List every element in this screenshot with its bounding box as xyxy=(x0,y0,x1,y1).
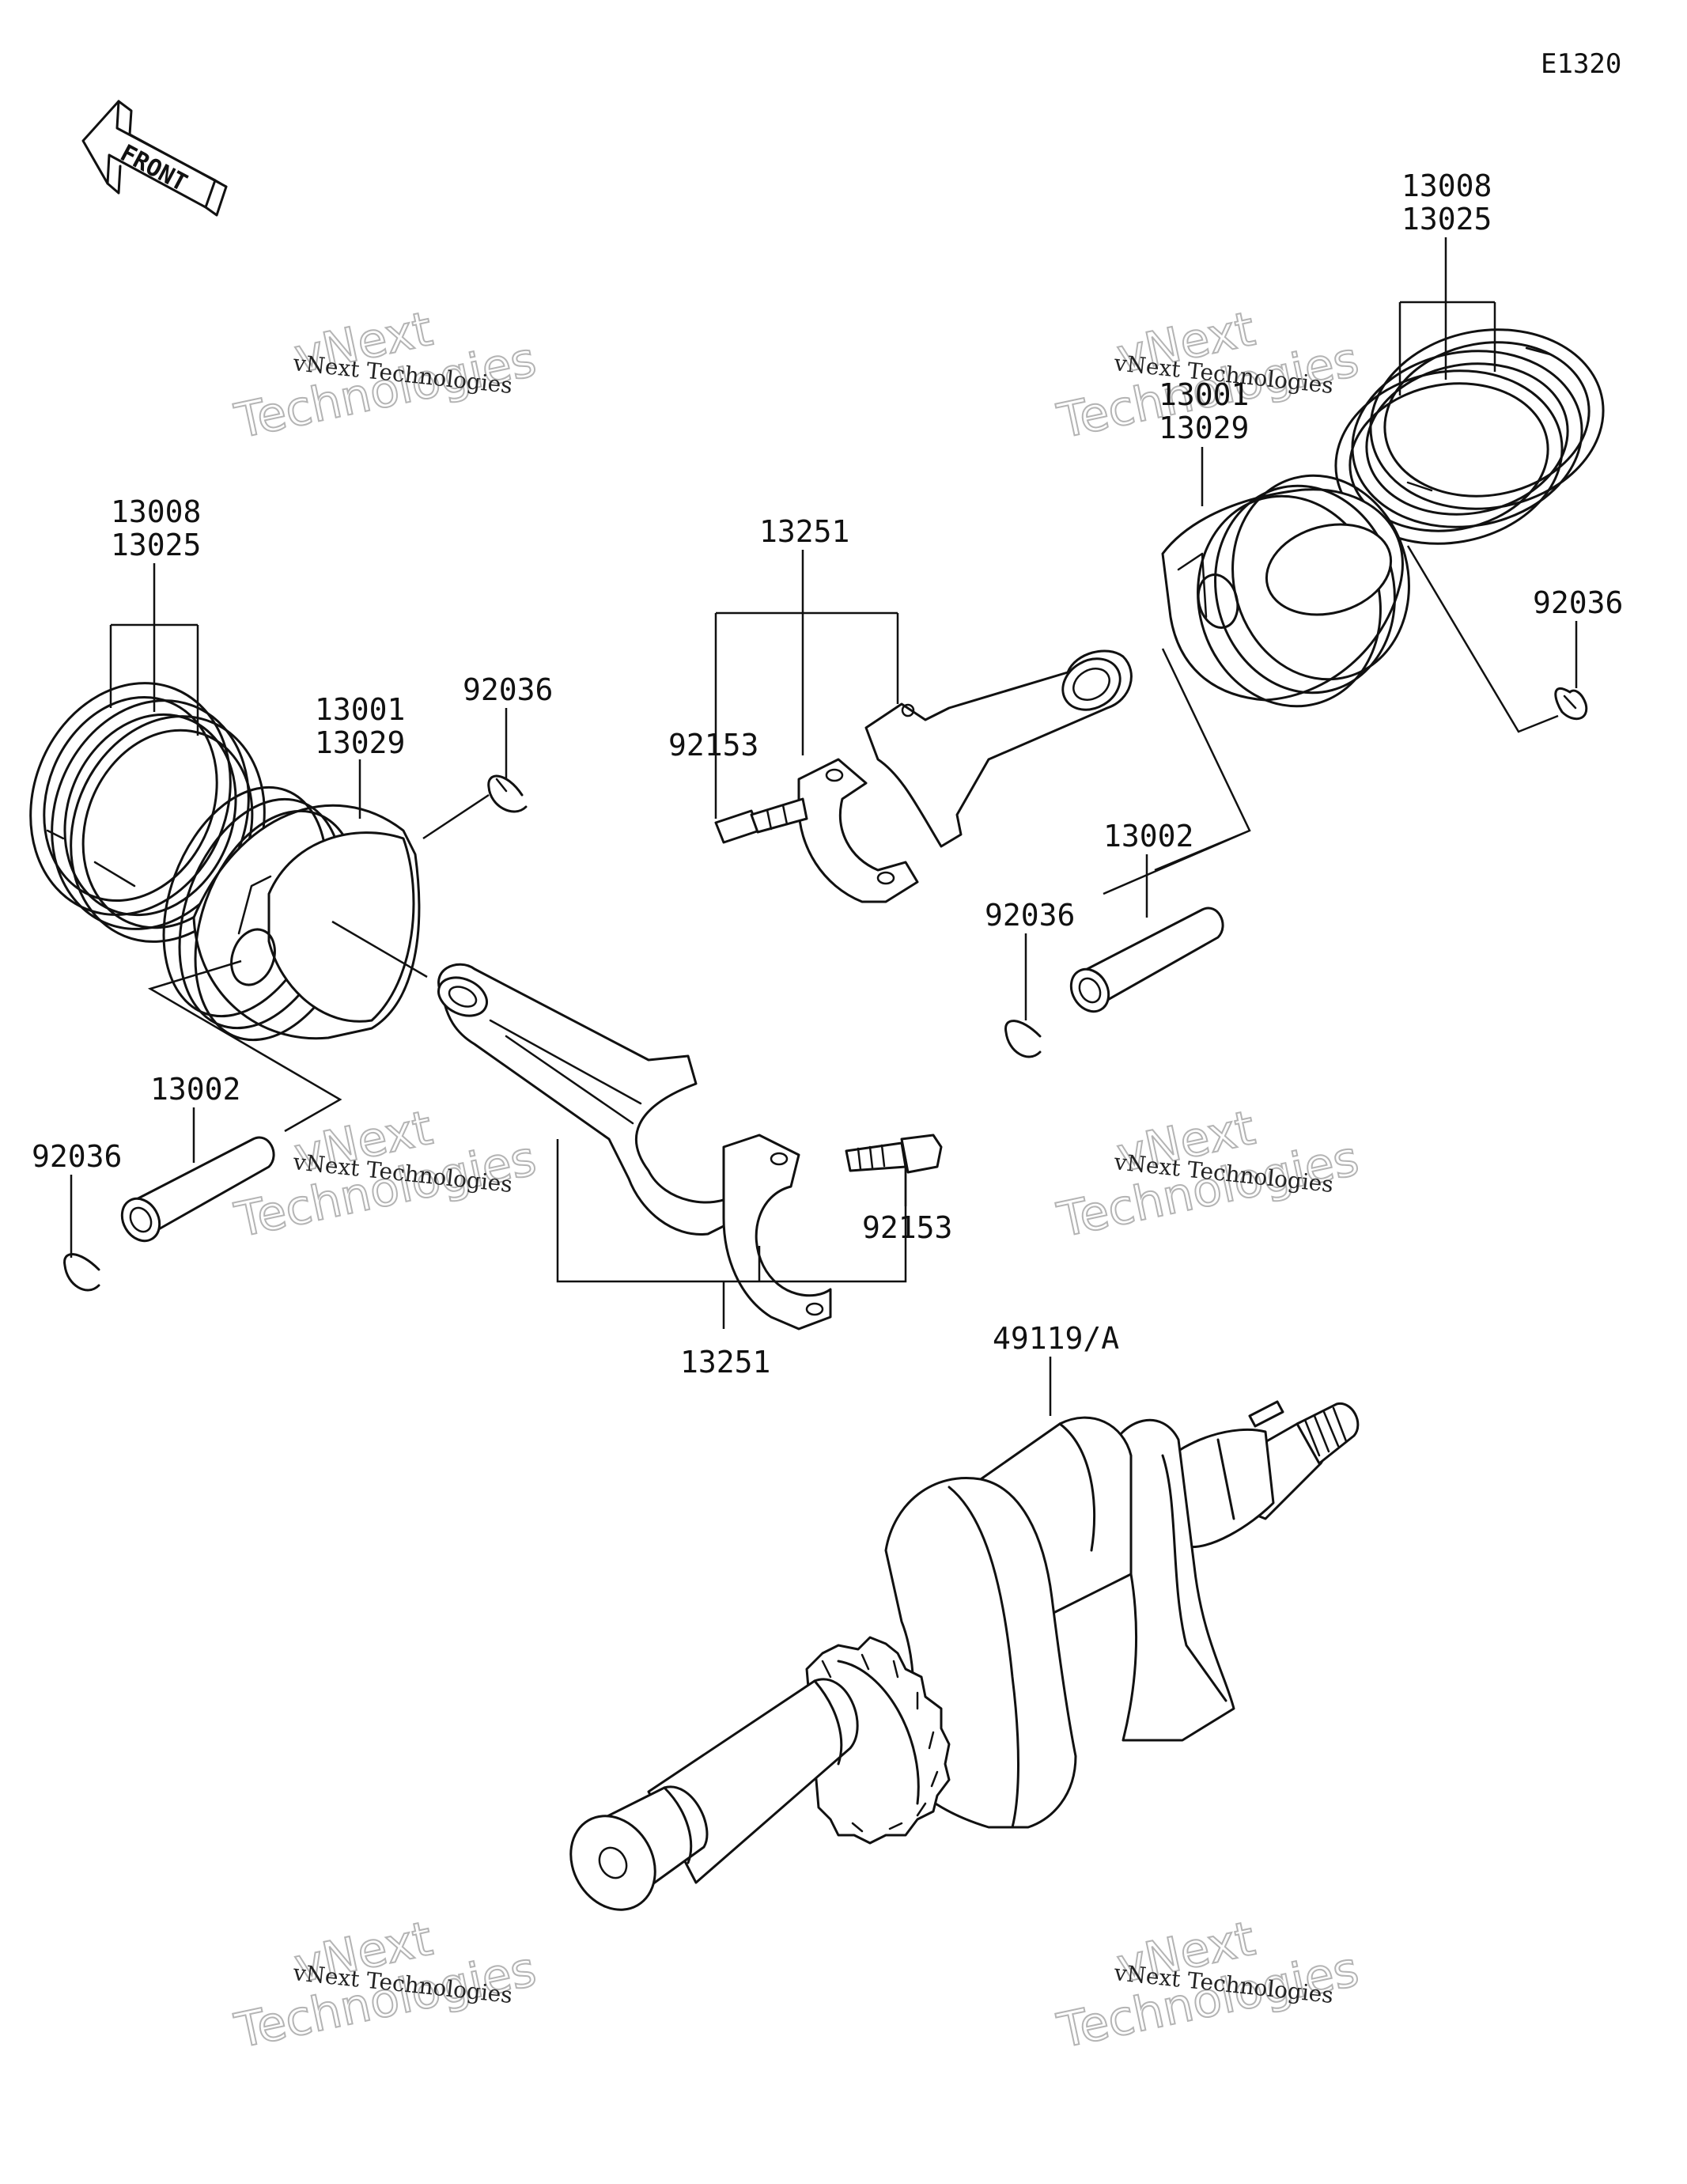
label-rod-upper: 13251 xyxy=(759,514,849,549)
piston-left xyxy=(162,785,421,1042)
circlip-right-upper xyxy=(1554,687,1588,721)
label-pin-left: 13002 xyxy=(150,1072,240,1107)
connecting-rod-upper xyxy=(864,649,1133,848)
watermark: vNext Technologies vNext Technologies xyxy=(229,1910,542,2060)
circlip-left-upper xyxy=(487,774,528,813)
front-arrow-icon: FRONT xyxy=(81,100,228,217)
label-crankshaft: 49119/A xyxy=(993,1321,1119,1356)
label-piston-right-a: 13001 xyxy=(1159,377,1249,412)
circlip-left-lower xyxy=(63,1253,100,1292)
leader-lines xyxy=(70,237,1578,1416)
watermark: vNext Technologies vNext Technologies xyxy=(229,301,542,450)
label-rings-left-a: 13008 xyxy=(111,494,201,529)
piston-pin-left xyxy=(120,1136,275,1243)
label-piston-right-b: 13029 xyxy=(1159,411,1249,445)
watermark: vNext Technologies vNext Technologies xyxy=(1052,1910,1364,2060)
label-pin-right: 13002 xyxy=(1103,819,1193,854)
part-labels: 13008 13025 13001 13029 92036 13002 9203… xyxy=(32,168,1623,1380)
label-rod-lower: 13251 xyxy=(680,1345,770,1380)
connecting-rod-lower xyxy=(437,963,741,1236)
piston-right xyxy=(1161,474,1410,708)
rod-cap-lower xyxy=(722,1134,832,1330)
crankshaft xyxy=(569,1400,1360,1911)
piston-rings-right xyxy=(1334,328,1605,545)
rod-cap-upper xyxy=(797,758,919,903)
circlip-right-lower xyxy=(1004,1020,1042,1058)
rod-bolt-lower xyxy=(845,1134,943,1174)
label-rings-left-b: 13025 xyxy=(111,528,201,562)
label-rings-right-a: 13008 xyxy=(1401,168,1492,203)
watermark: vNext Technologies vNext Technologies xyxy=(1052,301,1364,450)
label-bolt-lower: 92153 xyxy=(862,1210,952,1245)
label-bolt-upper: 92153 xyxy=(668,728,758,763)
label-piston-left-b: 13029 xyxy=(315,725,405,760)
page-code: E1320 xyxy=(1541,48,1621,80)
rod-bolt-upper xyxy=(714,797,808,844)
label-clip-right-lower: 92036 xyxy=(985,898,1075,933)
label-rings-right-b: 13025 xyxy=(1401,202,1492,237)
label-clip-right-upper: 92036 xyxy=(1533,585,1623,620)
piston-pin-right xyxy=(1069,907,1224,1013)
label-clip-left-upper: 92036 xyxy=(463,672,553,707)
label-clip-left-lower: 92036 xyxy=(32,1139,122,1174)
label-piston-left-a: 13001 xyxy=(315,692,405,727)
watermark: vNext Technologies vNext Technologies xyxy=(1052,1100,1364,1249)
